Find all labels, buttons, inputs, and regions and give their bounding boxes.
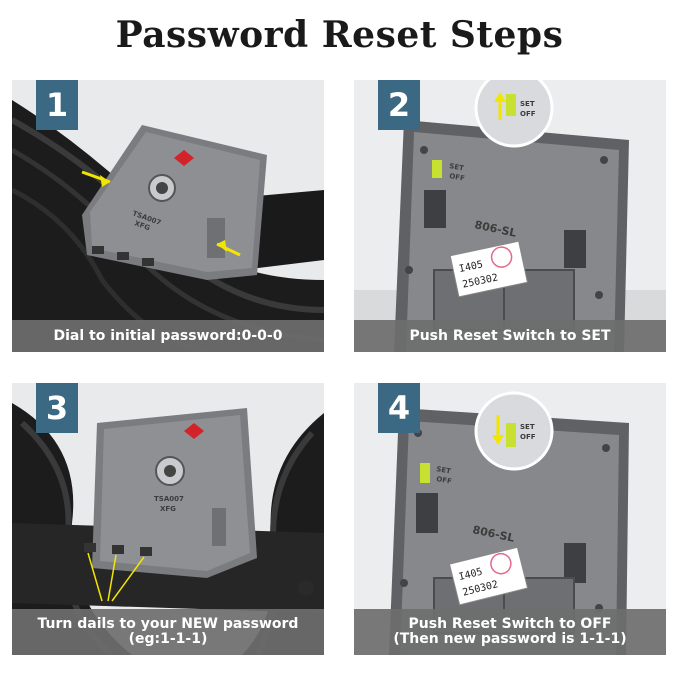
svg-text:SET: SET [449,162,465,172]
svg-text:I405: I405 [458,259,484,275]
step-1-panel: TSA007 XFG 1 Dial to initial password:0-… [12,80,324,352]
step-1-photo: TSA007 XFG [12,80,324,352]
page-title: Password Reset Steps [115,14,564,56]
step-4-panel: SET OFF 806-SL I405 250302 SET OFF 4 Pus… [354,383,666,655]
svg-text:OFF: OFF [449,172,466,183]
step-2-caption: Push Reset Switch to SET [354,320,666,352]
svg-text:OFF: OFF [436,475,453,486]
svg-text:OFF: OFF [520,433,536,441]
svg-text:SET: SET [520,423,535,431]
step-2-badge: 2 [378,80,420,130]
step-3-panel: TSA007 XFG 3 Turn dails to your NEW pass… [12,383,324,655]
step-4-badge: 4 [378,383,420,433]
svg-text:SET: SET [436,465,452,475]
svg-text:SET: SET [520,100,535,108]
step-1-caption: Dial to initial password:0-0-0 [12,320,324,352]
svg-text:XFG: XFG [160,505,176,513]
step-2-panel: SET OFF 806-SL I405 250302 SET OFF 2 Pus… [354,80,666,352]
svg-text:OFF: OFF [520,110,536,118]
svg-text:TSA007: TSA007 [154,495,184,503]
step-3-badge: 3 [36,383,78,433]
step-4-caption: Push Reset Switch to OFF (Then new passw… [354,609,666,655]
step-1-badge: 1 [36,80,78,130]
step-3-caption: Turn dails to your NEW password (eg:1-1-… [12,609,324,655]
